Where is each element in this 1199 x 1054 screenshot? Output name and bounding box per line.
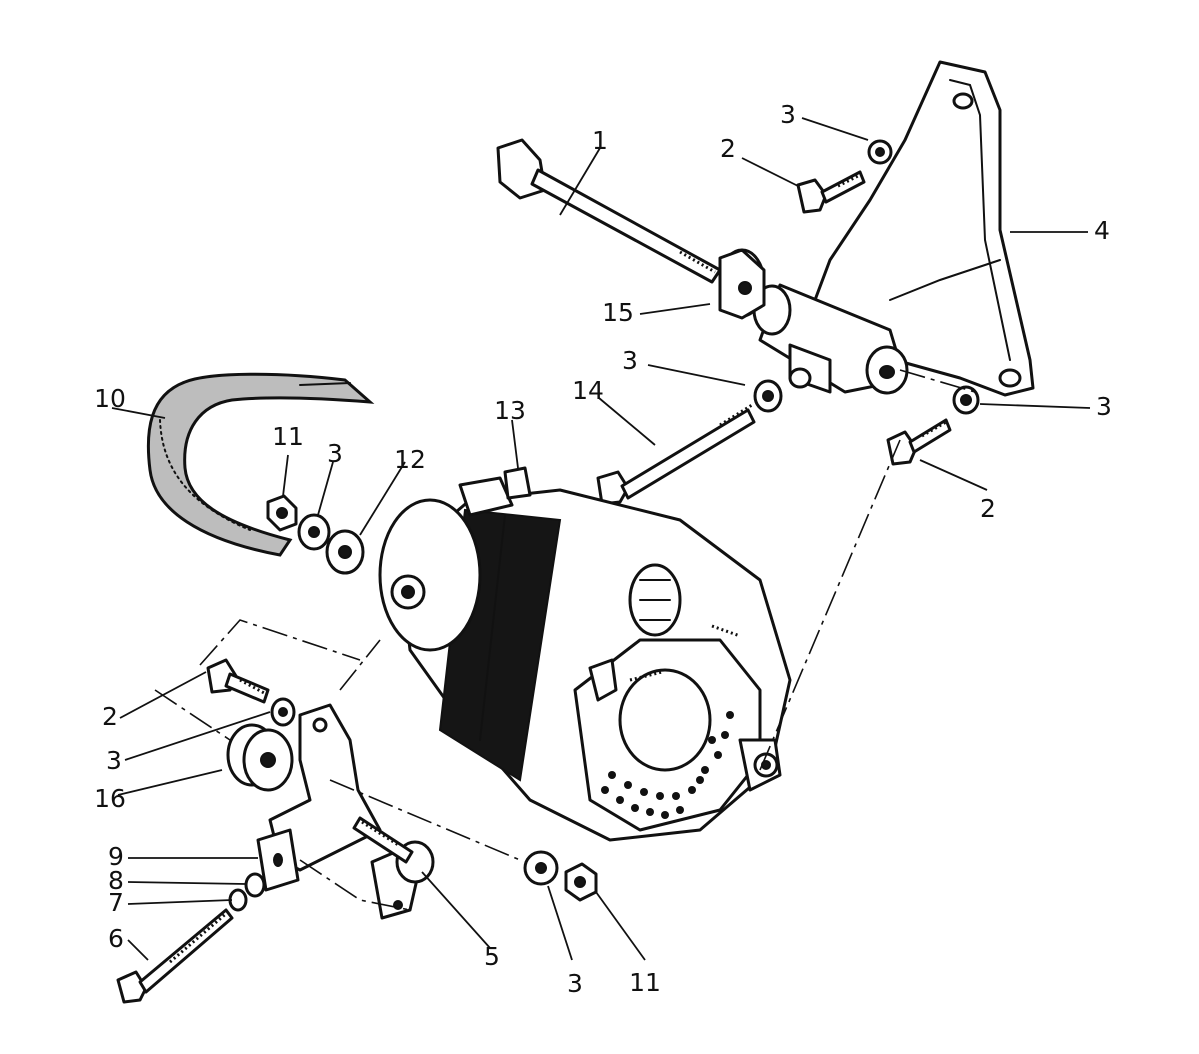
- callout-13: 13: [494, 396, 526, 425]
- callout-10: 10: [94, 384, 126, 413]
- center-lines: [154, 369, 976, 911]
- bracket-boss: [752, 283, 909, 395]
- callout-15: 15: [602, 298, 634, 327]
- flat-washer: [244, 872, 266, 898]
- callout-11-left: 11: [272, 422, 304, 451]
- callout-3-lower-left: 3: [106, 746, 122, 775]
- bottom-washer: [523, 850, 559, 886]
- spacer-16: [226, 723, 294, 792]
- callout-2-right: 2: [980, 494, 996, 523]
- callout-3-top: 3: [780, 100, 796, 129]
- callout-4: 4: [1094, 216, 1110, 245]
- mounting-bracket: [813, 60, 1035, 397]
- callout-1: 1: [592, 126, 608, 155]
- callout-5: 5: [484, 942, 500, 971]
- long-bolt: [496, 138, 722, 284]
- callout-14: 14: [572, 376, 604, 405]
- mid-washer: [753, 379, 783, 413]
- callout-12: 12: [394, 445, 426, 474]
- upper-bolt: [796, 170, 866, 214]
- adjusting-bolt: [116, 908, 234, 1004]
- right-washer: [952, 385, 980, 415]
- callout-2-left: 2: [102, 702, 118, 731]
- callout-3-mid: 3: [622, 346, 638, 375]
- left-washer: [297, 513, 331, 551]
- spacer-washer: [325, 529, 365, 575]
- right-bolt: [886, 418, 952, 466]
- callout-2-top: 2: [720, 134, 736, 163]
- callout-labels: 1 2 3 4 15 3 14 3 2 13 10 11 3 12 2 3 16…: [94, 100, 1112, 998]
- lower-bolt: [206, 658, 270, 704]
- callout-7: 7: [108, 888, 124, 917]
- bushing: [718, 248, 766, 320]
- upper-washer: [867, 139, 893, 165]
- through-bolt: [596, 403, 756, 506]
- callout-3-left: 3: [327, 439, 343, 468]
- callout-8: 8: [108, 866, 124, 895]
- callout-16: 16: [94, 784, 126, 813]
- adjusting-bracket: [256, 703, 382, 892]
- callout-3-bottom: 3: [567, 969, 583, 998]
- alternator: [378, 466, 792, 842]
- lower-washer: [270, 697, 296, 727]
- callout-9: 9: [108, 842, 124, 871]
- callout-6: 6: [108, 924, 124, 953]
- adjuster-stud: [352, 816, 435, 920]
- leader-lines: [111, 117, 1091, 961]
- lock-washer: [228, 888, 248, 912]
- drive-belt: [146, 372, 375, 557]
- left-nut: [266, 494, 298, 532]
- bottom-nut: [564, 862, 598, 902]
- callout-11-bottom: 11: [629, 968, 661, 997]
- callout-3-right: 3: [1096, 392, 1112, 421]
